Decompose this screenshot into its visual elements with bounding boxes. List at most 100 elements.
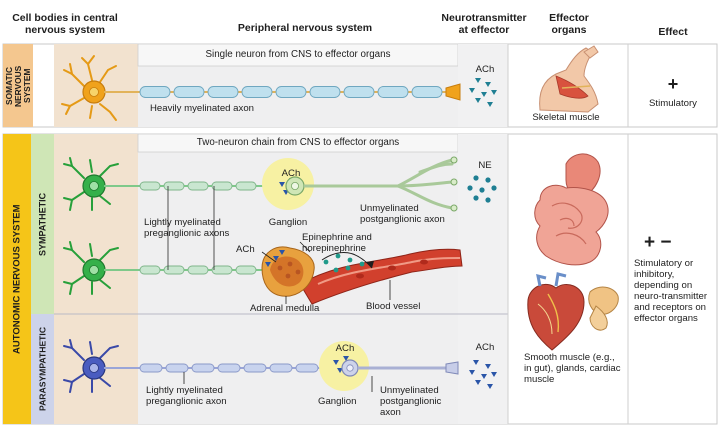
transmitter-molecule — [467, 185, 473, 191]
leader-line — [261, 251, 277, 263]
sympathetic-band — [31, 134, 54, 314]
sympathetic-neurotransmitter: NE — [478, 160, 492, 171]
somatic-myelin-sheath — [139, 86, 443, 98]
transmitter-molecule — [345, 265, 351, 271]
sympathetic-postganglionic-label: Unmyelinated postganglionic axon — [360, 203, 445, 225]
myelin-segment — [187, 265, 209, 275]
autonomic-effect-symbol: + − — [644, 232, 672, 253]
somatic-nt-panel — [458, 44, 508, 127]
ach-molecule — [475, 78, 481, 83]
sympathetic-myelin-sheath — [139, 265, 257, 275]
blood-vessel-label: Blood vessel — [366, 301, 421, 312]
ach-molecule — [491, 372, 497, 377]
autonomic-side-label: AUTONOMIC NERVOUS SYSTEM — [11, 204, 23, 354]
myelin-segment — [295, 363, 319, 373]
somatic-side-label-box: SOMATIC NERVOUS SYSTEM — [4, 48, 32, 124]
ach-molecule — [279, 250, 285, 255]
ach-molecule — [333, 360, 339, 365]
parasympathetic-preganglionic-neuron — [63, 339, 334, 393]
transmitter-molecule — [473, 195, 479, 201]
ach-molecule — [485, 364, 491, 369]
somatic-neurotransmitter: ACh — [475, 64, 495, 75]
stomach-intestine-illustration — [534, 153, 609, 266]
myelin-segment — [377, 86, 409, 98]
parasympathetic-neurotransmitter: ACh — [475, 342, 495, 353]
parasympathetic-postganglionic-neuron — [341, 359, 459, 377]
parasympathetic-ganglion-label: Ganglion — [318, 396, 357, 407]
epinephrine-molecules — [323, 253, 365, 273]
sympathetic-ganglion-ach: ACh — [281, 168, 301, 179]
transmitter-molecule — [359, 261, 365, 267]
ach-molecule — [265, 262, 271, 267]
myelin-segment — [235, 265, 257, 275]
myelin-segment — [139, 181, 161, 191]
myelin-segment — [165, 363, 189, 373]
myelin-segment — [269, 363, 293, 373]
myelin-segment — [139, 265, 161, 275]
transmitter-molecule — [479, 187, 485, 193]
ach-molecules-adrenal — [265, 250, 285, 267]
somatic-band — [3, 44, 33, 127]
somatic-side-label: SOMATIC NERVOUS SYSTEM — [3, 65, 32, 107]
parasympathetic-postganglionic-label: Unmyelinated postganglionic axon — [380, 385, 442, 418]
myelin-segment — [217, 363, 241, 373]
ach-molecules-somatic — [469, 78, 497, 107]
sympathetic-ganglion-label: Ganglion — [268, 217, 308, 228]
parasympathetic-preganglionic-label: Lightly myelinated preganglionic axon — [146, 385, 227, 407]
myelin-segment — [191, 363, 215, 373]
somatic-organ: Skeletal muscle — [532, 112, 600, 123]
sympathetic-preganglionic-neuron — [63, 157, 280, 211]
gland-illustration — [588, 286, 619, 331]
somatic-effect-text: Stimulatory — [649, 98, 697, 109]
autonomic-banner: Two-neuron chain from CNS to effector or… — [196, 137, 400, 148]
ach-molecule — [487, 384, 493, 389]
ach-molecule — [487, 102, 493, 107]
header-cell-bodies: Cell bodies in central nervous system — [12, 12, 118, 36]
myelin-segment — [139, 86, 171, 98]
myelin-segment — [243, 363, 267, 373]
header-peripheral: Peripheral nervous system — [237, 22, 373, 34]
autonomic-band — [3, 134, 31, 424]
myelin-segment — [235, 181, 257, 191]
transmitter-molecule — [347, 257, 353, 263]
sympathetic-adrenal-neuron — [63, 241, 270, 295]
ach-molecule — [475, 380, 481, 385]
heart-illustration — [527, 272, 585, 351]
myelin-segment — [207, 86, 239, 98]
parasympathetic-side-label: PARASYMPATHETIC — [37, 326, 48, 412]
adrenal-ach-label: ACh — [236, 244, 255, 255]
autonomic-nt-panel — [458, 134, 508, 424]
transmitter-molecule — [335, 253, 341, 259]
transmitter-molecule — [485, 197, 491, 203]
sympathetic-preganglionic-label: Lightly myelinated preganglionic axons — [144, 217, 230, 239]
autonomic-effect-text: Stimulatory or inhibitory, depending on … — [634, 258, 708, 324]
myelin-segment — [241, 86, 273, 98]
myelin-segment — [411, 86, 443, 98]
secretion-arrowhead — [366, 261, 374, 268]
adrenal-medulla-label: Adrenal medulla — [250, 303, 320, 314]
ach-molecule — [475, 98, 481, 103]
sympathetic-side-label: SYMPATHETIC — [37, 192, 48, 256]
parasympathetic-ganglion-ach: ACh — [335, 343, 355, 354]
transmitter-molecule — [473, 175, 479, 181]
transmitter-molecule — [491, 185, 497, 191]
leader-line — [299, 241, 311, 253]
myelin-segment — [163, 265, 185, 275]
header-effect: Effect — [658, 26, 688, 38]
myelin-segment — [275, 86, 307, 98]
myelin-segment — [173, 86, 205, 98]
ach-molecule — [481, 374, 487, 379]
myelin-segment — [139, 363, 163, 373]
myelin-segment — [211, 181, 233, 191]
ach-molecule — [473, 360, 479, 365]
transmitter-molecule — [485, 177, 491, 183]
ach-molecule — [469, 370, 475, 375]
somatic-axon-label: Heavily myelinated axon — [150, 103, 254, 114]
ne-molecules — [467, 175, 497, 203]
ach-molecule — [343, 356, 349, 361]
transmitter-molecule — [323, 259, 329, 265]
somatic-effect-symbol: + — [667, 74, 679, 94]
header-neurotransmitter: Neurotransmitter at effector — [441, 12, 527, 36]
ach-molecule — [481, 92, 487, 97]
header-effector-organs: Effector organs — [549, 12, 589, 36]
